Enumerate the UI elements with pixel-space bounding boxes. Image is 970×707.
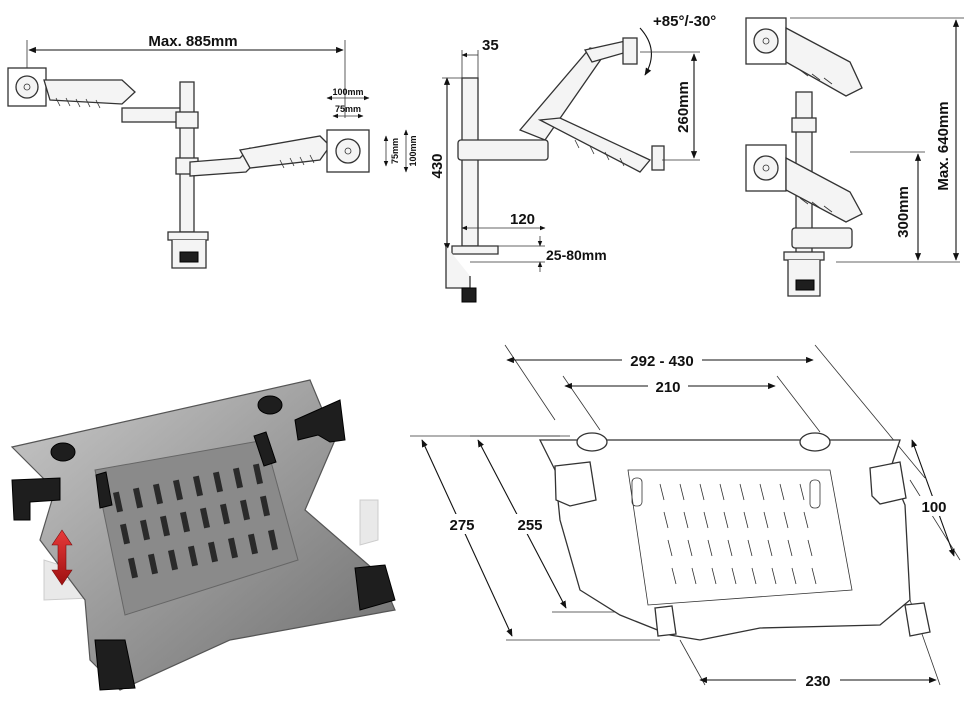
adjust-arrow-icon — [51, 529, 73, 586]
gas-arm-left — [43, 79, 136, 105]
label-tray-275: 275 — [449, 517, 474, 534]
laptop-tray-dimension-drawing: 292 - 430 210 275 255 100 230 — [410, 344, 961, 690]
label-height-260: 260mm — [675, 81, 692, 133]
bottom-stopper-right — [354, 564, 396, 611]
rubber-pad — [50, 442, 76, 462]
clamp-outline-right — [869, 461, 907, 505]
label-tray-292-430: 292 - 430 — [630, 353, 693, 370]
label-vesa-100-side: 100mm — [408, 135, 418, 166]
laptop-tray-render — [10, 379, 396, 691]
pad-outline — [799, 432, 831, 452]
rubber-pad — [257, 395, 283, 415]
label-max-885: Max. 885mm — [148, 33, 237, 50]
pad-outline — [576, 432, 608, 452]
vertical-stack-view: 300mm Max. 640mm — [745, 17, 964, 297]
label-vesa-75: 75mm — [335, 104, 361, 114]
label-spacing-300: 300mm — [895, 186, 912, 238]
lower-arm-side — [537, 117, 652, 173]
label-tray-210: 210 — [655, 379, 680, 396]
arm-side-view: 35 430 +85°/-30° 260mm 120 — [429, 13, 716, 303]
gas-arm-top — [785, 26, 863, 97]
pole-left-view — [179, 81, 195, 233]
desk-clamp-stack-view — [787, 260, 821, 297]
clamp-outline-left — [554, 461, 597, 507]
vent-slots — [112, 463, 279, 579]
label-tray-230: 230 — [805, 673, 830, 690]
desk-clamp-side-view — [445, 246, 471, 289]
gas-arm-right — [238, 135, 331, 169]
label-clamp-25-80: 25-80mm — [546, 247, 607, 263]
bottom-stopper-left — [94, 639, 136, 691]
label-vesa-100: 100mm — [332, 87, 363, 97]
label-tray-100: 100 — [921, 499, 946, 516]
label-tray-255: 255 — [517, 517, 542, 534]
stopper-outline-left — [654, 605, 677, 637]
stopper-outline-right — [904, 602, 931, 637]
label-pole-35: 35 — [482, 37, 499, 54]
label-pole-430: 430 — [429, 153, 446, 178]
dual-arm-top-view: Max. 885mm 100mm 75mm 75mm 100mm — [7, 33, 418, 269]
side-clamp-right — [294, 399, 346, 443]
tray-vent-grid — [94, 439, 299, 616]
pole-side-view — [461, 77, 479, 247]
gas-arm-bottom — [785, 156, 863, 223]
label-base-120: 120 — [510, 211, 535, 228]
vent-area-outline — [627, 469, 853, 606]
vent-slot-outlines — [659, 483, 817, 585]
side-clamp-left — [11, 477, 61, 521]
label-vesa-75-side: 75mm — [390, 138, 400, 164]
label-max-640: Max. 640mm — [935, 101, 952, 190]
label-tilt: +85°/-30° — [653, 13, 716, 30]
